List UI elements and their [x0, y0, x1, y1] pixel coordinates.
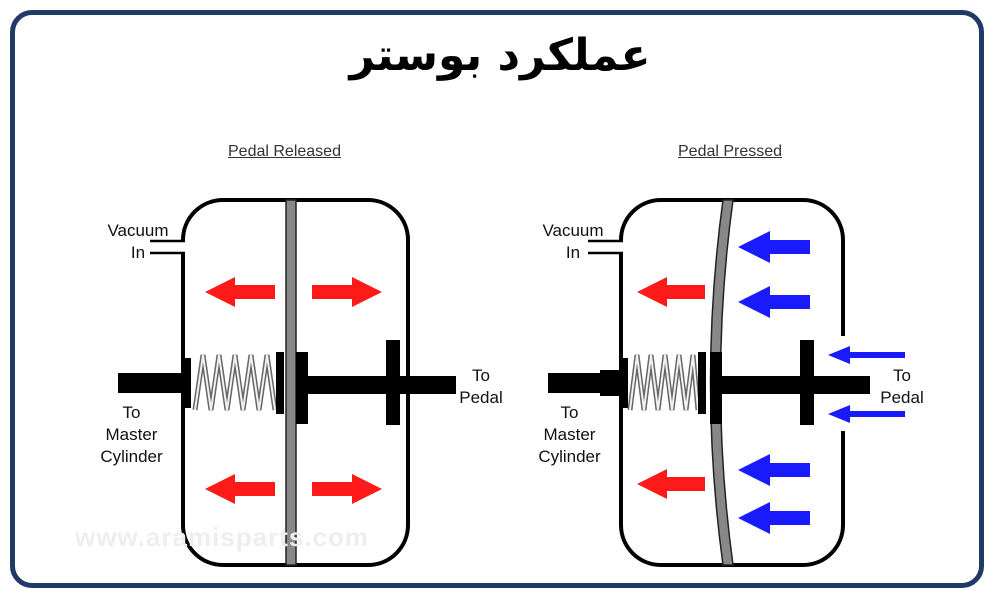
- left-master-rod: [118, 373, 188, 393]
- right-blue-arrow-1: [738, 231, 810, 263]
- left-red-arrow-upper-right: [312, 277, 382, 307]
- right-blue-arrow-pedal-top: [828, 346, 905, 364]
- right-blue-arrow-4: [738, 502, 810, 534]
- right-master-cylinder-label: To Master Cylinder: [538, 403, 601, 466]
- right-blue-arrow-3: [738, 454, 810, 486]
- left-spring: [183, 352, 284, 414]
- right-pushrod: [714, 376, 870, 394]
- right-vacuum-inlet: [588, 239, 628, 255]
- right-blue-arrow-2: [738, 286, 810, 318]
- right-blue-arrows: [738, 231, 905, 534]
- right-pedal-label: To Pedal: [880, 366, 924, 407]
- left-red-arrow-lower-left: [205, 474, 275, 504]
- left-master-cylinder-label: To Master Cylinder: [100, 403, 163, 466]
- left-pushrod: [300, 376, 456, 394]
- left-red-arrow-upper-left: [205, 277, 275, 307]
- left-diaphragm: [285, 199, 297, 566]
- right-booster-diagram: [548, 198, 905, 567]
- right-vacuum-label: Vacuum In: [542, 221, 604, 262]
- page-title: عملکرد بوستر: [349, 30, 651, 81]
- left-caption: Pedal Released: [228, 143, 341, 160]
- left-valve-plate: [386, 340, 400, 425]
- right-spring: [620, 352, 706, 414]
- right-red-arrows: [637, 277, 705, 499]
- watermark: www.aramisparts.com: [75, 522, 370, 552]
- left-booster-diagram: [118, 198, 456, 567]
- right-valve-plate: [800, 340, 814, 425]
- left-red-arrows: [205, 277, 382, 504]
- left-red-arrow-lower-right: [312, 474, 382, 504]
- left-pedal-label: To Pedal: [459, 366, 503, 407]
- right-blue-arrow-pedal-bottom: [828, 405, 905, 423]
- right-diaphragm: [709, 199, 734, 566]
- left-vacuum-label: Vacuum In: [107, 221, 169, 262]
- right-red-arrow-lower: [637, 469, 705, 499]
- left-vacuum-inlet: [150, 239, 190, 255]
- right-caption: Pedal Pressed: [678, 143, 783, 160]
- right-red-arrow-upper: [637, 277, 705, 307]
